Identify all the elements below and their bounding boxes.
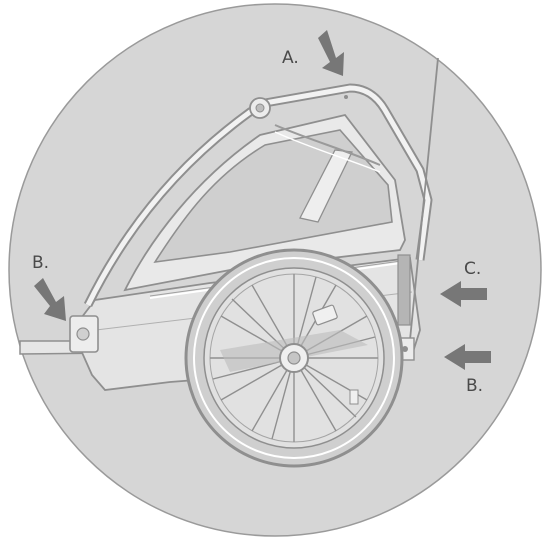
- wheel: [184, 248, 404, 468]
- arrow-a: [318, 30, 344, 76]
- callout-label-a: A.: [282, 48, 299, 68]
- front-hitch-mount: [69, 315, 99, 353]
- flag-pole: [407, 57, 439, 361]
- callout-label-c: C.: [464, 259, 482, 279]
- callout-label-b-right: B.: [466, 376, 484, 396]
- arrow-b-right: [444, 344, 491, 370]
- callout-label-b-left: B.: [32, 253, 50, 273]
- arrow-c: [440, 281, 487, 307]
- arrow-b-left: [34, 278, 66, 321]
- canopy-frame: [83, 83, 433, 307]
